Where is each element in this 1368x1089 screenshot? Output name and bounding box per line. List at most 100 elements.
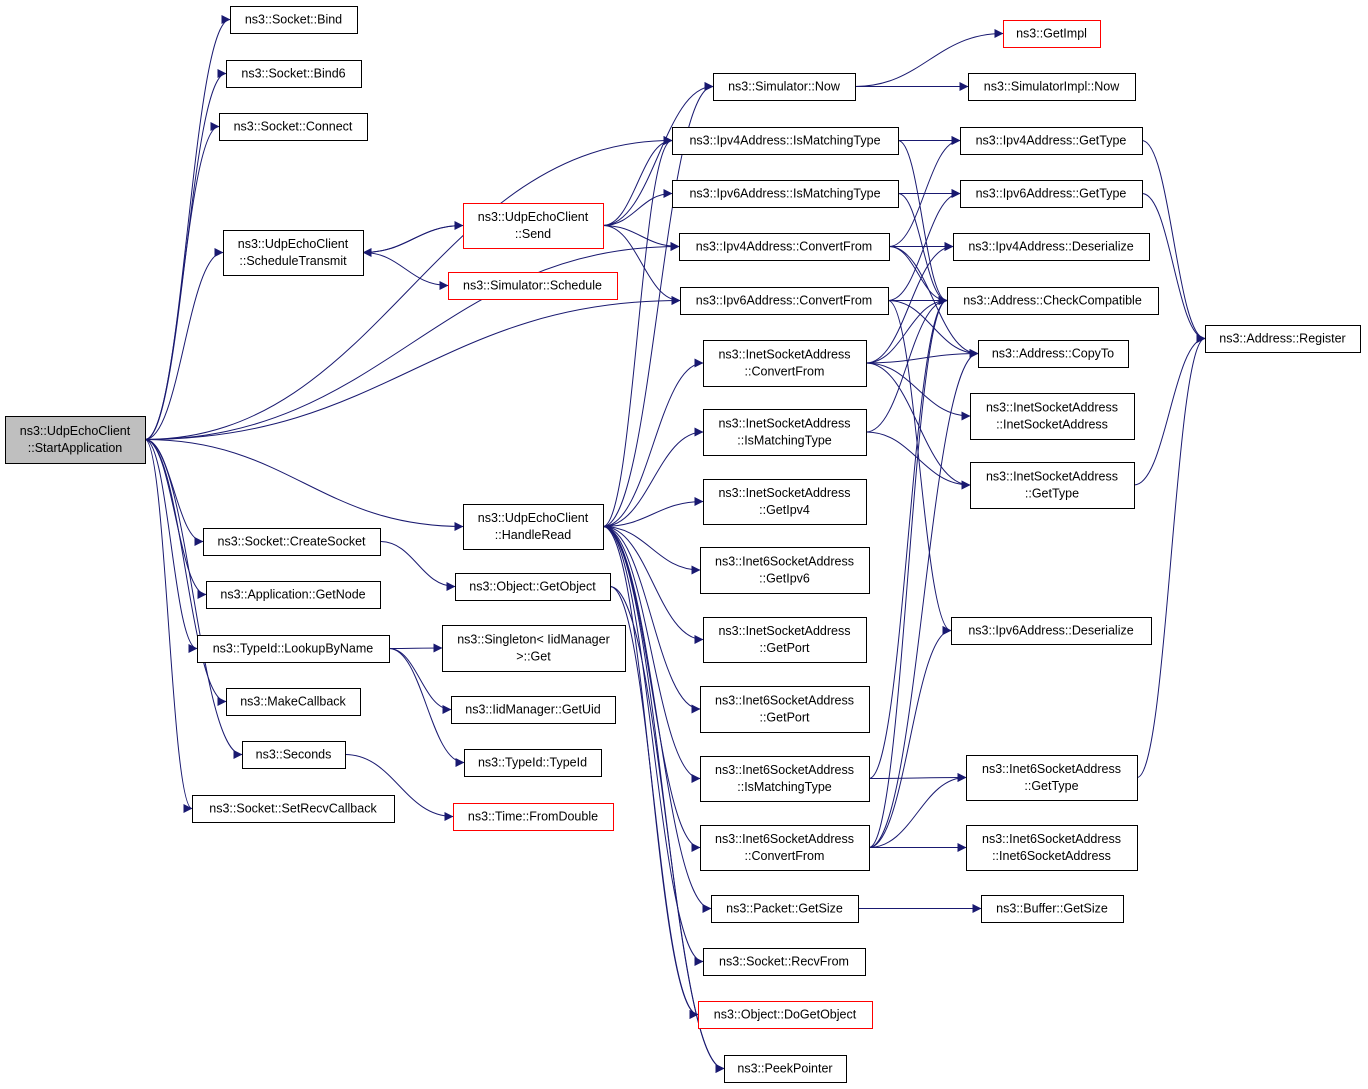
- node-inetconv-box: [703, 340, 867, 387]
- node-ipv6deser-box: [951, 617, 1152, 645]
- node-simimplnow-box: [968, 73, 1136, 101]
- node-schedtx-box: [223, 230, 364, 276]
- edge-start-to-bind: [144, 15, 231, 440]
- node-ipv4match-label: ns3::Ipv4Address::IsMatchingType: [689, 133, 880, 147]
- node-inetgetipv4[interactable]: ns3::InetSocketAddress::GetIpv4: [703, 479, 867, 525]
- node-handleread[interactable]: ns3::UdpEchoClient::HandleRead: [463, 504, 604, 550]
- node-getobject[interactable]: ns3::Object::GetObject: [455, 573, 611, 601]
- node-inet6gettype-box: [966, 755, 1138, 801]
- node-inet6match[interactable]: ns3::Inet6SocketAddress::IsMatchingType: [700, 756, 870, 802]
- node-schedtx[interactable]: ns3::UdpEchoClient::ScheduleTransmit: [223, 230, 364, 276]
- node-inet6conv[interactable]: ns3::Inet6SocketAddress::ConvertFrom: [700, 825, 870, 871]
- node-ipv4deser-label: ns3::Ipv4Address::Deserialize: [968, 239, 1133, 253]
- node-peekptr[interactable]: ns3::PeekPointer: [724, 1055, 847, 1083]
- edge-createsocket-to-getobject: [379, 541, 456, 591]
- node-ipv4conv[interactable]: ns3::Ipv4Address::ConvertFrom: [679, 233, 890, 261]
- node-copyto[interactable]: ns3::Address::CopyTo: [978, 340, 1129, 368]
- node-ipv6conv[interactable]: ns3::Ipv6Address::ConvertFrom: [680, 287, 889, 315]
- edge-handleread-to-pktsize: [602, 526, 712, 913]
- node-getuid[interactable]: ns3::IidManager::GetUid: [451, 696, 616, 724]
- node-connect-box: [219, 113, 368, 141]
- node-ipv4match[interactable]: ns3::Ipv4Address::IsMatchingType: [672, 127, 899, 155]
- node-inetgettype[interactable]: ns3::InetSocketAddress::GetType: [970, 462, 1135, 509]
- node-setrecv[interactable]: ns3::Socket::SetRecvCallback: [192, 795, 395, 823]
- edge-start-to-ipv6conv: [144, 296, 681, 440]
- node-singleton-label: >::Get: [516, 649, 551, 663]
- node-inet6getipv6[interactable]: ns3::Inet6SocketAddress::GetIpv6: [700, 547, 870, 594]
- node-inetgetport-label: ::GetPort: [759, 641, 810, 655]
- edge-handleread-to-inet6match: [602, 526, 701, 783]
- node-bind[interactable]: ns3::Socket::Bind: [230, 6, 358, 34]
- node-createsocket-box: [203, 528, 381, 556]
- node-seconds[interactable]: ns3::Seconds: [242, 741, 346, 769]
- node-simnow[interactable]: ns3::Simulator::Now: [713, 73, 856, 101]
- node-register[interactable]: ns3::Address::Register: [1205, 325, 1361, 353]
- node-bind-label: ns3::Socket::Bind: [245, 12, 342, 26]
- node-ipv6match[interactable]: ns3::Ipv6Address::IsMatchingType: [672, 180, 899, 208]
- node-fromdouble[interactable]: ns3::Time::FromDouble: [453, 803, 614, 831]
- node-register-label: ns3::Address::Register: [1219, 331, 1345, 345]
- node-recvfrom[interactable]: ns3::Socket::RecvFrom: [703, 948, 866, 976]
- node-simschedule-label: ns3::Simulator::Schedule: [463, 278, 602, 292]
- node-inet6getport[interactable]: ns3::Inet6SocketAddress::GetPort: [700, 686, 870, 733]
- node-lookup[interactable]: ns3::TypeId::LookupByName: [197, 635, 390, 663]
- node-simimplnow[interactable]: ns3::SimulatorImpl::Now: [968, 73, 1136, 101]
- node-bufsize[interactable]: ns3::Buffer::GetSize: [981, 895, 1124, 923]
- node-inet6getport-label: ns3::Inet6SocketAddress: [715, 693, 854, 707]
- edge-start-to-schedtx: [144, 248, 224, 440]
- node-recvfrom-box: [703, 948, 866, 976]
- node-getnode[interactable]: ns3::Application::GetNode: [206, 581, 381, 609]
- node-peekptr-box: [724, 1055, 847, 1083]
- node-getobject-label: ns3::Object::GetObject: [469, 579, 596, 593]
- node-register-box: [1205, 325, 1361, 353]
- node-lookup-label: ns3::TypeId::LookupByName: [213, 641, 374, 655]
- node-typeid[interactable]: ns3::TypeId::TypeId: [464, 749, 602, 777]
- node-simschedule-box: [448, 272, 618, 300]
- node-inet6ctor[interactable]: ns3::Inet6SocketAddress::Inet6SocketAddr…: [966, 825, 1138, 871]
- edge-inetconv-to-checkcompat: [865, 296, 948, 364]
- node-seconds-label: ns3::Seconds: [256, 747, 332, 761]
- edge-start-to-createsocket: [144, 439, 204, 546]
- node-getimpl[interactable]: ns3::GetImpl: [1003, 20, 1101, 48]
- node-inetconv[interactable]: ns3::InetSocketAddress::ConvertFrom: [703, 340, 867, 387]
- node-inetconv-label: ns3::InetSocketAddress: [718, 347, 850, 361]
- node-pktsize[interactable]: ns3::Packet::GetSize: [711, 895, 859, 923]
- node-makecb[interactable]: ns3::MakeCallback: [226, 688, 361, 716]
- node-bind6[interactable]: ns3::Socket::Bind6: [226, 60, 362, 88]
- node-checkcompat[interactable]: ns3::Address::CheckCompatible: [947, 287, 1159, 315]
- node-ipv4gettype[interactable]: ns3::Ipv4Address::GetType: [960, 127, 1143, 155]
- node-ipv6gettype[interactable]: ns3::Ipv6Address::GetType: [960, 180, 1143, 208]
- edge-send-to-ipv6conv: [602, 225, 681, 305]
- node-inet6match-label: ::IsMatchingType: [737, 780, 832, 794]
- edge-seconds-to-fromdouble: [344, 754, 454, 821]
- node-ipv4deser[interactable]: ns3::Ipv4Address::Deserialize: [953, 233, 1150, 261]
- node-inet6ctor-label: ::Inet6SocketAddress: [992, 849, 1111, 863]
- node-fromdouble-box: [453, 803, 614, 831]
- node-inetmatch[interactable]: ns3::InetSocketAddress::IsMatchingType: [703, 409, 867, 456]
- node-singleton[interactable]: ns3::Singleton< IidManager>::Get: [442, 625, 626, 672]
- node-inetgetport[interactable]: ns3::InetSocketAddress::GetPort: [703, 617, 867, 663]
- node-singleton-label: ns3::Singleton< IidManager: [457, 632, 610, 646]
- node-typeid-label: ns3::TypeId::TypeId: [478, 755, 587, 769]
- node-inetctor-label: ns3::InetSocketAddress: [986, 400, 1118, 414]
- node-bufsize-label: ns3::Buffer::GetSize: [996, 901, 1108, 915]
- node-connect[interactable]: ns3::Socket::Connect: [219, 113, 368, 141]
- edge-ipv6gettype-to-register: [1141, 193, 1206, 343]
- node-simschedule[interactable]: ns3::Simulator::Schedule: [448, 272, 618, 300]
- node-getimpl-box: [1003, 20, 1101, 48]
- node-ipv6gettype-box: [960, 180, 1143, 208]
- edge-handleread-to-ipv4match: [602, 136, 673, 527]
- node-inetctor[interactable]: ns3::InetSocketAddress::InetSocketAddres…: [970, 393, 1135, 440]
- node-inetctor-box: [970, 393, 1135, 440]
- node-send-label: ns3::UdpEchoClient: [478, 210, 589, 224]
- node-ipv6deser[interactable]: ns3::Ipv6Address::Deserialize: [951, 617, 1152, 645]
- node-start[interactable]: ns3::UdpEchoClient::StartApplication: [5, 416, 146, 464]
- node-inetctor-label: ::InetSocketAddress: [996, 417, 1108, 431]
- edge-ipv4match-to-checkcompat: [897, 140, 948, 305]
- node-send[interactable]: ns3::UdpEchoClient::Send: [463, 203, 604, 249]
- node-dogetobject[interactable]: ns3::Object::DoGetObject: [698, 1001, 873, 1029]
- node-setrecv-label: ns3::Socket::SetRecvCallback: [209, 801, 377, 815]
- node-inet6gettype[interactable]: ns3::Inet6SocketAddress::GetType: [966, 755, 1138, 801]
- node-ipv6deser-label: ns3::Ipv6Address::Deserialize: [968, 623, 1133, 637]
- node-createsocket[interactable]: ns3::Socket::CreateSocket: [203, 528, 381, 556]
